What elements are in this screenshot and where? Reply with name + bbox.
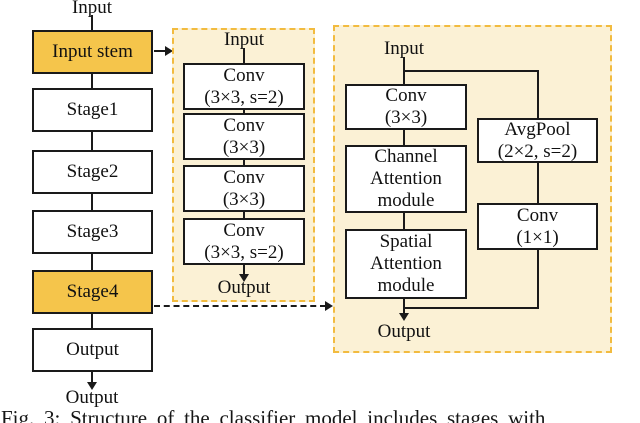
stage-detail-panel: Input Conv (3×3) Channel Attention modul… (333, 25, 612, 353)
connector-line (403, 299, 405, 313)
block-label: Stage3 (66, 221, 119, 242)
op-name: Attention (370, 253, 442, 274)
connector-line (243, 48, 245, 63)
op-name: Attention (370, 168, 442, 189)
stem-conv1-box: Conv (3×3, s=2) (183, 63, 305, 110)
op-name: Conv (385, 85, 427, 106)
op-name: AvgPool (504, 118, 571, 140)
stage-detail-dashed-line (154, 305, 326, 307)
connector-line (243, 160, 245, 165)
stem-detail-dashed-line (154, 50, 166, 52)
op-params: (2×2, s=2) (497, 140, 578, 162)
block-stage3: Stage3 (32, 210, 153, 254)
block-label: Stage2 (66, 161, 119, 182)
arrowhead-down-icon (87, 382, 97, 390)
stage-conv3x3-box: Conv (3×3) (345, 84, 467, 130)
spatial-attention-box: Spatial Attention module (345, 229, 467, 299)
op-params: (3×3, s=2) (204, 86, 284, 108)
stem-conv4-box: Conv (3×3, s=2) (183, 218, 305, 265)
op-name: Conv (516, 204, 559, 226)
connector-line (91, 132, 93, 150)
stage-output-label: Output (377, 321, 431, 342)
op-name: Channel (374, 146, 438, 167)
backbone-input-label: Input (71, 0, 113, 18)
op-params: (3×3) (222, 136, 266, 158)
connector-line (243, 110, 245, 113)
merge-line (403, 307, 539, 309)
block-label: Stage4 (66, 281, 119, 302)
connector-line (91, 372, 93, 382)
skip-branch-line (537, 163, 539, 203)
connector-line (91, 314, 93, 328)
connector-line (403, 130, 405, 145)
connector-line (243, 212, 245, 218)
stem-input-label: Input (223, 29, 265, 50)
op-name: module (377, 190, 435, 211)
op-name: Conv (223, 219, 265, 241)
input-stem-detail-panel: Input Conv (3×3, s=2) Conv (3×3) Conv (3… (172, 28, 315, 302)
connector-line (91, 15, 93, 30)
block-output: Output (32, 328, 153, 372)
arrowhead-down-icon (399, 313, 409, 321)
skip-branch-line (403, 70, 539, 72)
op-name: Spatial (379, 231, 433, 252)
skip-branch-line (537, 70, 539, 118)
op-name: Conv (223, 114, 265, 136)
block-stage1: Stage1 (32, 88, 153, 132)
block-stage2: Stage2 (32, 150, 153, 194)
block-label: Stage1 (66, 99, 119, 120)
block-stage4: Stage4 (32, 270, 153, 314)
connector-line (91, 194, 93, 210)
stage-conv1x1-box: Conv (1×1) (477, 203, 598, 250)
arrowhead-down-icon (239, 274, 249, 282)
op-name: Conv (223, 64, 265, 86)
stage-input-label: Input (383, 38, 425, 59)
block-label: Output (66, 339, 119, 360)
op-params: (3×3, s=2) (204, 241, 284, 263)
connector-line (91, 254, 93, 270)
op-params: (3×3) (384, 107, 428, 128)
stem-output-label: Output (217, 277, 271, 298)
op-params: (3×3) (222, 188, 266, 210)
avgpool-box: AvgPool (2×2, s=2) (477, 118, 598, 163)
op-params: (1×1) (516, 226, 559, 248)
connector-line (243, 265, 245, 274)
arrowhead-right-icon (325, 301, 333, 311)
connector-line (91, 74, 93, 88)
connector-line (403, 213, 405, 229)
skip-branch-line (537, 250, 539, 309)
arrowhead-right-icon (165, 46, 173, 56)
stem-conv3-box: Conv (3×3) (183, 165, 305, 212)
backbone-output-label: Output (65, 387, 119, 408)
channel-attention-box: Channel Attention module (345, 145, 467, 213)
op-name: Conv (223, 166, 265, 188)
block-input-stem: Input stem (32, 30, 153, 74)
block-label: Input stem (52, 41, 133, 62)
stem-conv2-box: Conv (3×3) (183, 113, 305, 160)
op-name: module (377, 275, 435, 296)
figure-caption: Fig. 3: Structure of the classifier mode… (1, 406, 546, 423)
